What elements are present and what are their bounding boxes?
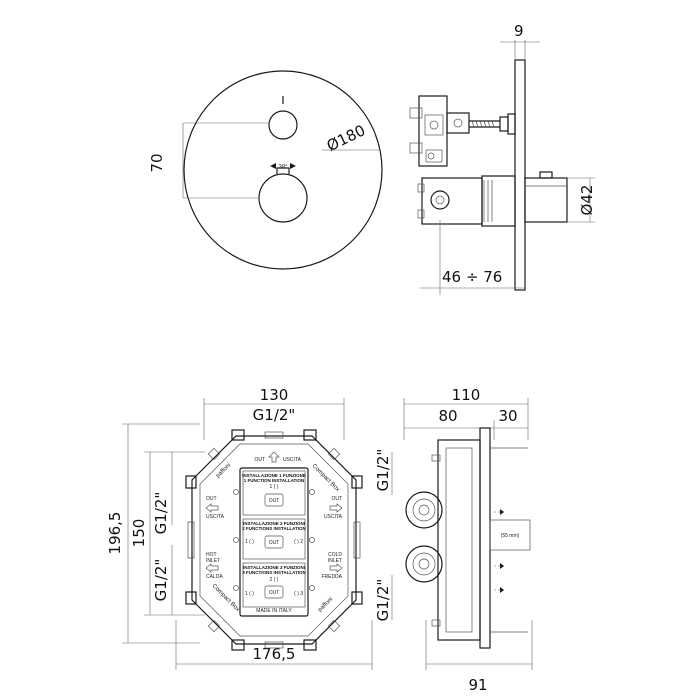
cold-label: COLD: [328, 552, 342, 558]
thread-left-upper: G1/2": [152, 492, 170, 535]
depth-total-label: 110: [452, 386, 481, 404]
rotation-indicator: 38°: [270, 163, 296, 171]
install-panel-3: [242, 562, 306, 608]
compact-top-right: Compact Box: [311, 463, 341, 493]
uscita-right: USCITA: [324, 514, 343, 520]
out-center-3: OUT: [269, 590, 280, 596]
connection-top-label: G1/2": [253, 406, 296, 424]
calda-label: CALDA: [206, 574, 223, 580]
box-outer-frame: [191, 435, 357, 645]
plate-thickness-label: 9: [514, 22, 524, 40]
out-top: OUT: [254, 457, 265, 463]
hot-inlet-label: INLET: [206, 558, 220, 564]
uscita-top: USCITA: [283, 457, 302, 463]
lower-inlet-fitting: [405, 545, 443, 583]
box-height-inner-label: 150: [130, 519, 148, 548]
depth-80-label: 80: [438, 407, 457, 425]
cover-plate-circle: [183, 70, 383, 270]
upper-inlet-fitting: [405, 491, 443, 529]
compact-box-side: 110 80 30 G1/2" G1/2" 91 (55 mm): [374, 386, 533, 694]
thread-left-lower: G1/2": [152, 559, 170, 602]
thread-right-upper: G1/2": [374, 449, 392, 492]
cold-inlet-label: INLET: [328, 558, 342, 564]
compact-bottom-left: Compact Box: [211, 583, 241, 613]
out-right: OUT: [331, 496, 342, 502]
out-left: OUT: [206, 496, 217, 502]
box-width-total-label: 176,5: [253, 645, 296, 663]
projection-range-label: 46 ÷ 76: [442, 268, 502, 286]
rotation-label: 38°: [278, 165, 288, 171]
mark-1c: 1 ( ): [245, 591, 254, 597]
mounting-lugs: [185, 429, 363, 651]
fredda-label: FREDDA: [321, 574, 342, 580]
mark-2b: 2 ( ): [270, 577, 279, 583]
handle-side: [524, 177, 568, 223]
thread-right-lower: G1/2": [374, 579, 392, 622]
out-center-2: OUT: [269, 540, 280, 546]
uscita-left: USCITA: [206, 514, 225, 520]
mark-2a: ( ) 2: [294, 539, 303, 545]
inst2-en: 2 FUNCTIONS INSTALLATION: [242, 526, 306, 531]
inst1-en: 1 FUNCTION INSTALLATION: [244, 478, 305, 483]
inst2-it: INSTALLAZIONE 2 FUNZIONI: [243, 521, 305, 526]
inst3-it: INSTALLAZIONE 3 FUNZIONI: [243, 565, 305, 570]
compact-box-front: 130 G1/2" 196,5 150 G1/2" G1/2" 176,5: [106, 386, 373, 670]
mark-1b: 1 ( ): [245, 539, 254, 545]
side-view-plate: 9 Ø42 46 ÷ 76: [409, 22, 596, 295]
diverter-knob: [268, 110, 298, 140]
handle-spacing-label: 70: [148, 153, 166, 172]
front-view-plate: 38° Ø180 70: [148, 70, 383, 270]
depth-91-label: 91: [468, 676, 487, 694]
plate-side-outline: [514, 59, 526, 291]
hot-label: HOT: [206, 552, 217, 558]
install-panel-1: [242, 470, 306, 516]
box-height-total-label: 196,5: [106, 512, 124, 555]
brand-bottom-right: paffoni: [317, 597, 334, 614]
brand-top-left: paffoni: [215, 463, 232, 480]
made-in-label: MADE IN ITALY: [256, 608, 292, 614]
handle-diameter-label: Ø42: [578, 185, 596, 216]
mark-3: ( ) 3: [294, 591, 303, 597]
thermostatic-handle: [258, 173, 308, 223]
depth-30-label: 30: [498, 407, 517, 425]
box-width-label: 130: [260, 386, 289, 404]
handle-notch: [276, 167, 290, 174]
mark-1a: 1 ( ): [270, 484, 279, 490]
out-arrow-top: [268, 451, 280, 463]
out-center-1: OUT: [269, 498, 280, 504]
installation-card: [239, 467, 309, 617]
install-panel-2: [242, 518, 306, 560]
inst1-it: INSTALLAZIONE 1 FUNZIONE: [242, 473, 306, 478]
inst3-en: 3 FUNCTIONS INSTALLATION: [242, 570, 306, 575]
box-side-body: [437, 439, 481, 641]
side-note: (55 mm): [501, 533, 520, 539]
